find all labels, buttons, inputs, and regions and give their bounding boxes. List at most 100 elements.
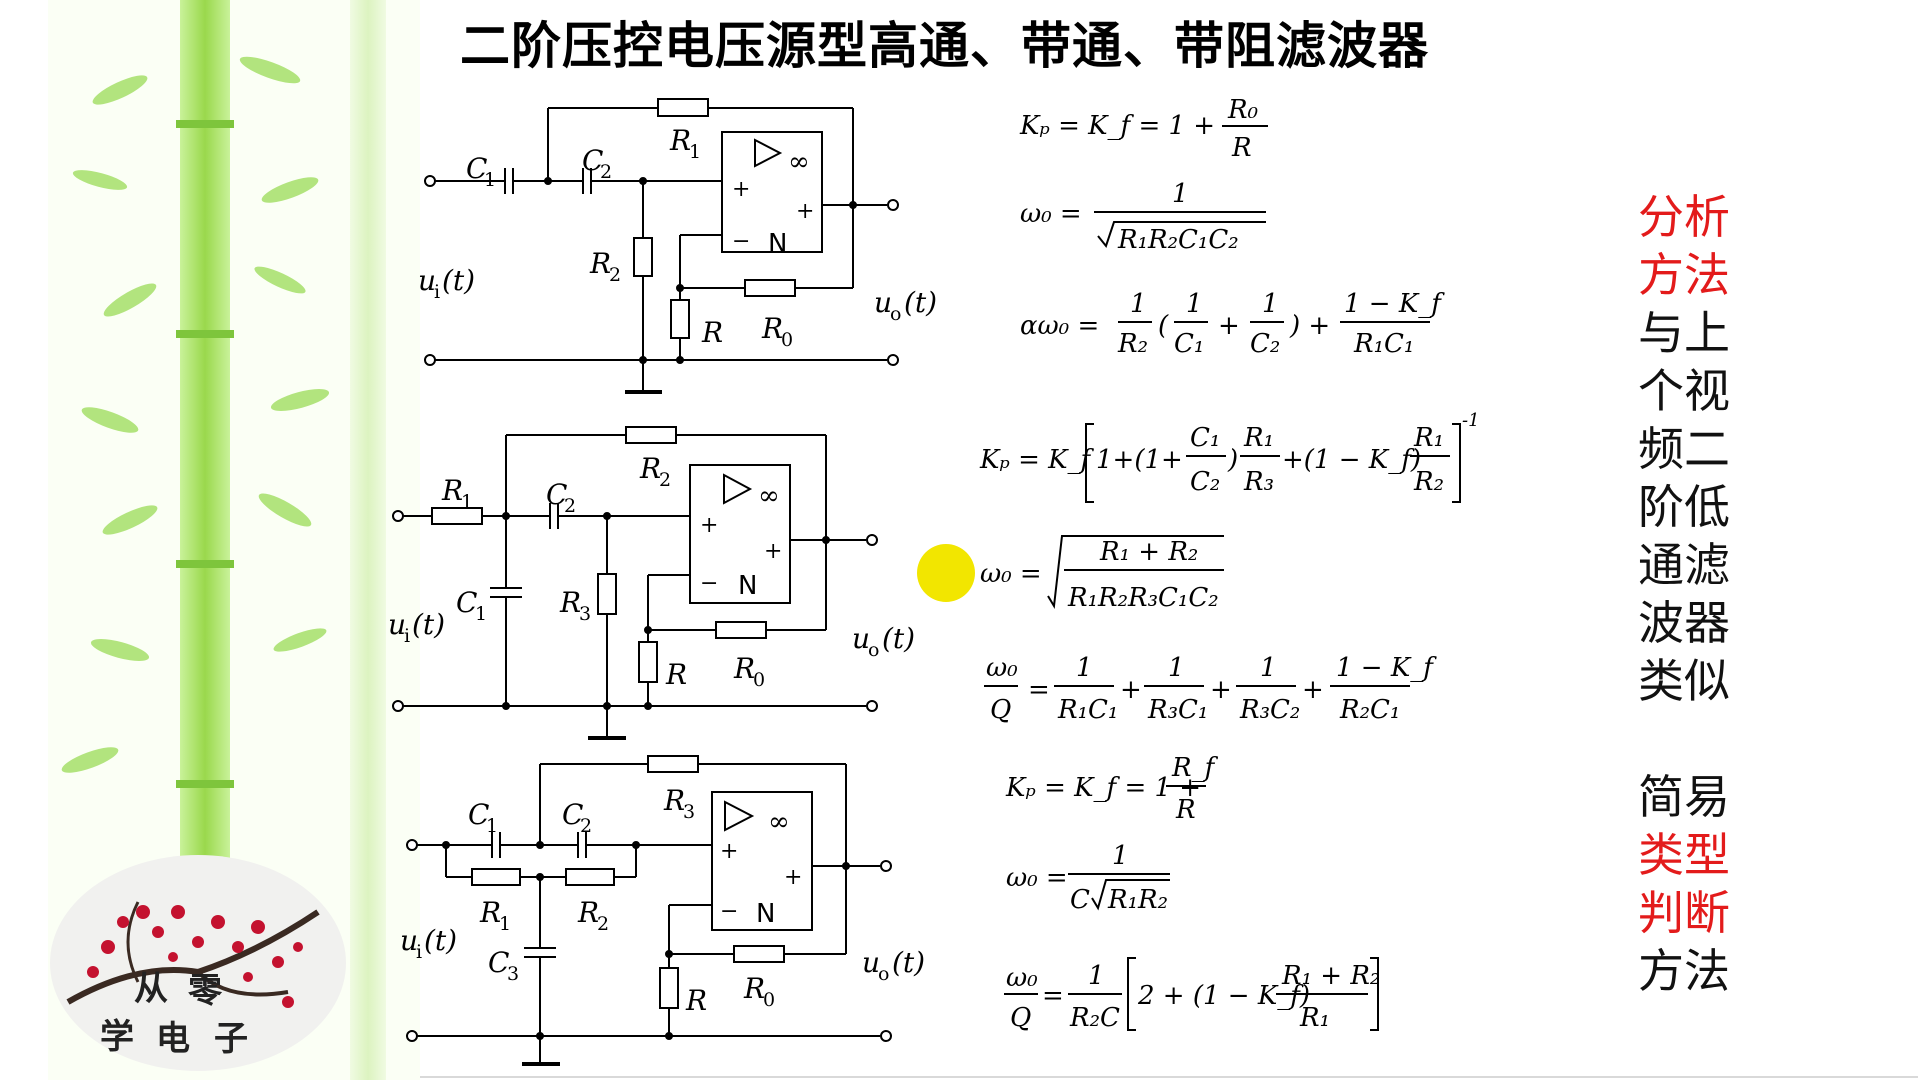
formula-kp-highpass: Kₚ = K_f = 1 + R₀ R — [1019, 95, 1268, 163]
circuit-highpass — [424, 98, 899, 394]
svg-text:+: + — [796, 199, 814, 224]
svg-text:1: 1 — [689, 141, 701, 163]
svg-text:C: C — [456, 586, 477, 619]
svg-text:N: N — [756, 899, 775, 929]
svg-text:2: 2 — [609, 264, 621, 286]
formula-w0q-bandpass: ω₀ Q = 1 R₁C₁ + 1 R₃C₁ + 1 R₃C₂ + 1 − K_… — [984, 653, 1437, 725]
svg-text:R₁C₁: R₁C₁ — [1353, 329, 1414, 359]
svg-text:1: 1 — [1112, 841, 1129, 871]
svg-text:R: R — [577, 896, 599, 929]
svg-text:R₁: R₁ — [1413, 423, 1444, 453]
svg-text:ω₀ =: ω₀ = — [1006, 863, 1068, 893]
svg-text:ω₀ =: ω₀ = — [1020, 199, 1082, 229]
svg-text:-1: -1 — [1462, 410, 1480, 431]
svg-text:R₁ + R₂: R₁ + R₂ — [1281, 961, 1380, 991]
svg-text:R: R — [665, 658, 687, 691]
svg-text:R₁ + R₂: R₁ + R₂ — [1099, 537, 1198, 567]
formula-w0q-bandstop: ω₀ Q = 1 R₂C 2 + (1 − K_f) R₁ + R₂ R₁ — [1004, 957, 1380, 1033]
logo-char-2: 零 — [188, 971, 223, 1011]
svg-text:C₁: C₁ — [1174, 329, 1204, 359]
svg-text:o: o — [878, 963, 889, 985]
svg-text:−: − — [732, 229, 750, 254]
svg-text:1: 1 — [461, 491, 473, 513]
r-label: R — [701, 316, 723, 349]
svg-text:1: 1 — [1088, 961, 1105, 991]
svg-text:N: N — [738, 571, 757, 601]
svg-text:2: 2 — [580, 815, 592, 837]
svg-text:+: + — [1210, 675, 1232, 705]
svg-text:αω₀ =: αω₀ = — [1020, 311, 1099, 341]
svg-text:+: + — [764, 539, 782, 564]
svg-text:+: + — [732, 177, 750, 202]
svg-text:R: R — [685, 984, 707, 1017]
svg-text:1: 1 — [1262, 289, 1279, 319]
formula-w0-bandstop: ω₀ = 1 C R₁R₂ — [1006, 841, 1170, 915]
svg-text:R₃C₁: R₃C₁ — [1147, 695, 1208, 725]
svg-text:R₁R₂: R₁R₂ — [1107, 885, 1168, 915]
svg-text:C: C — [562, 798, 583, 831]
cursor-highlight-dot — [917, 544, 975, 602]
logo-char-3: 学 — [100, 1017, 134, 1057]
logo-char-4: 电 — [156, 1019, 190, 1059]
side-note: 分析 方法 与上 个视 频二 阶低 通滤 波器 类似 简易 类型 判断 方法 — [1638, 190, 1730, 998]
svg-text:Q: Q — [990, 695, 1011, 725]
svg-text:o: o — [868, 639, 879, 661]
c1-label: C — [466, 152, 487, 185]
svg-text:+: + — [1302, 675, 1324, 705]
svg-text:=: = — [1042, 981, 1064, 1011]
svg-text:ω₀: ω₀ — [1006, 963, 1038, 993]
svg-text:Kₚ = K_f = 1 +: Kₚ = K_f = 1 + — [1005, 773, 1201, 803]
svg-text:1 − K_f: 1 − K_f — [1344, 289, 1445, 319]
svg-text:R₂C₁: R₂C₁ — [1339, 695, 1400, 725]
svg-text:2: 2 — [600, 161, 612, 183]
circuit-bandstop — [406, 755, 892, 1066]
svg-text:i: i — [434, 281, 440, 303]
circuit-bandpass — [392, 426, 878, 740]
svg-text:=: = — [1028, 675, 1050, 705]
svg-text:C₂: C₂ — [1190, 467, 1220, 497]
svg-text:2: 2 — [597, 913, 609, 935]
svg-text:u: u — [400, 924, 418, 957]
svg-text:i: i — [416, 941, 422, 963]
logo-char-5: 子 — [214, 1019, 248, 1059]
svg-text:0: 0 — [781, 329, 793, 351]
svg-text:+: + — [1218, 311, 1240, 341]
svg-text:2 + (1 − K_f): 2 + (1 − K_f) — [1137, 981, 1310, 1011]
svg-text:2: 2 — [564, 495, 576, 517]
svg-text:R: R — [663, 784, 685, 817]
svg-text:R: R — [441, 474, 463, 507]
formula-kp-bandpass: Kₚ = K_f 1+(1+ C₁ C₂ ) R₁ R₃ +(1 − K_f) … — [979, 410, 1480, 503]
svg-text:1: 1 — [1172, 179, 1189, 209]
svg-text:(t): (t) — [882, 622, 915, 655]
formula-w0-highpass: ω₀ = 1 R₁R₂C₁C₂ — [1020, 179, 1266, 255]
svg-text:R: R — [639, 452, 661, 485]
ui-label: u — [418, 264, 436, 297]
svg-text:i: i — [404, 625, 410, 647]
svg-text:2: 2 — [659, 469, 671, 491]
svg-text:): ) — [1227, 445, 1238, 475]
uo-label: u — [874, 286, 892, 319]
r1-label: R — [669, 124, 691, 157]
svg-text:+(1 − K_f): +(1 − K_f) — [1282, 445, 1421, 475]
svg-text:1: 1 — [486, 815, 498, 837]
svg-text:∞: ∞ — [758, 481, 780, 511]
svg-text:N: N — [768, 229, 787, 259]
formula-kp-bandstop: Kₚ = K_f = 1 + R_f R — [1005, 753, 1219, 825]
svg-text:R₁C₁: R₁C₁ — [1057, 695, 1118, 725]
svg-text:+: + — [1120, 675, 1142, 705]
svg-text:R₁R₂R₃C₁C₂: R₁R₂R₃C₁C₂ — [1067, 583, 1219, 613]
svg-text:Kₚ = K_f: Kₚ = K_f — [979, 445, 1095, 475]
svg-text:R: R — [1175, 795, 1196, 825]
svg-text:C: C — [488, 946, 509, 979]
svg-text:R_f: R_f — [1171, 753, 1219, 783]
svg-text:1: 1 — [1260, 653, 1277, 683]
svg-text:Kₚ = K_f = 1 +: Kₚ = K_f = 1 + — [1019, 111, 1215, 141]
svg-text:C: C — [468, 798, 489, 831]
svg-text:1: 1 — [484, 169, 496, 191]
svg-text:) +: ) + — [1289, 311, 1330, 341]
svg-text:R₁R₂C₁C₂: R₁R₂C₁C₂ — [1117, 225, 1239, 255]
svg-text:1+(1+: 1+(1+ — [1096, 445, 1183, 475]
formula-w0-bandpass: ω₀ = R₁ + R₂ R₁R₂R₃C₁C₂ — [980, 535, 1224, 613]
